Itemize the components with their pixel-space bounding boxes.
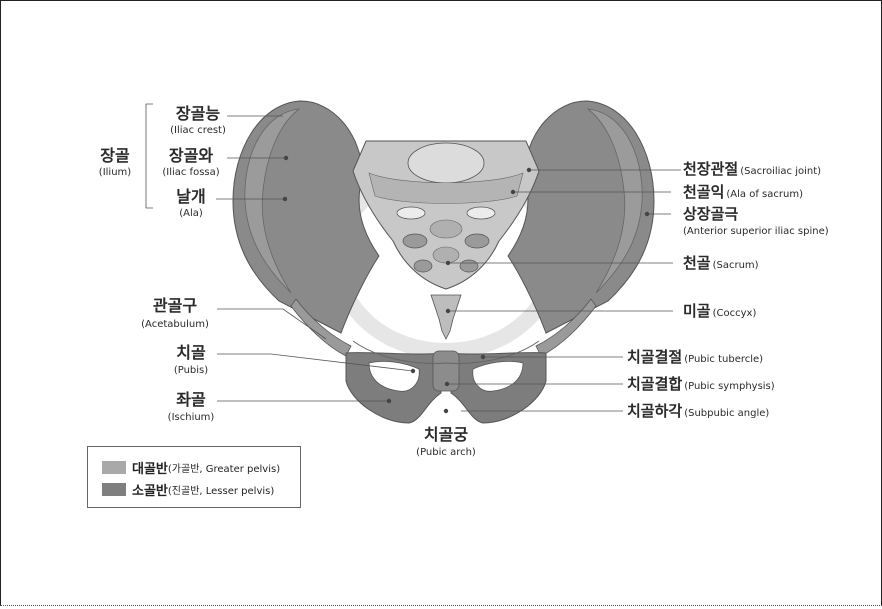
legend-lesser-en: (진골반, Lesser pelvis) [168,482,274,497]
label-ala: 날개 (Ala) [176,187,205,219]
sacrum [353,141,539,289]
label-ischium: 좌골 (Ischium) [168,390,215,423]
svg-text:미골(Coccyx): 미골(Coccyx) [683,302,756,320]
svg-text:상장골극: 상장골극 [683,205,738,223]
label-acetabulum: 관골구 (Acetabulum) [141,296,209,330]
svg-text:(Pubic arch): (Pubic arch) [416,447,476,458]
legend-item-greater-pelvis: 대골반 (가골반, Greater pelvis) [102,459,280,475]
label-iliac-fossa: 장골와 (Iliac fossa) [162,146,219,178]
legend-item-lesser-pelvis: 소골반 (진골반, Lesser pelvis) [102,481,274,497]
svg-text:(Ala): (Ala) [179,208,203,219]
ilium-bracket [146,104,153,208]
svg-text:(Iliac crest): (Iliac crest) [170,125,226,136]
label-pubis: 치골 (Pubis) [174,343,208,376]
label-sacrum: 천골(Sacrum) [683,254,759,272]
right-ilium [508,101,654,333]
label-pubic-tubercle: 치골결절(Pubic tubercle) [627,348,763,366]
svg-text:치골궁: 치골궁 [424,425,468,444]
lesser-pelvis-swatch [102,483,126,496]
svg-text:치골: 치골 [176,343,206,362]
svg-text:장골능: 장골능 [176,104,220,123]
svg-text:날개: 날개 [176,187,205,206]
coccyx [431,295,461,339]
label-asis: 상장골극 (Anterior superior iliac spine) [683,205,829,237]
svg-text:장골와: 장골와 [169,146,213,165]
svg-text:장골: 장골 [100,146,130,165]
svg-text:(Ilium): (Ilium) [99,167,131,178]
label-pubic-symphysis: 치골결합(Pubic symphysis) [627,375,775,393]
svg-text:천장관절(Sacroiliac joint): 천장관절(Sacroiliac joint) [683,160,821,178]
label-ala-of-sacrum: 천골익(Ala of sacrum) [683,183,803,201]
svg-text:(Iliac fossa): (Iliac fossa) [162,167,219,178]
label-subpubic-angle: 치골하각(Subpubic angle) [627,402,769,420]
svg-text:(Ischium): (Ischium) [168,412,215,423]
label-sacroiliac-joint: 천장관절(Sacroiliac joint) [683,160,821,178]
svg-text:천골익(Ala of sacrum): 천골익(Ala of sacrum) [683,183,803,201]
svg-text:(Anterior superior iliac spine: (Anterior superior iliac spine) [683,226,829,237]
greater-pelvis-swatch [102,461,126,474]
legend-lesser-kr: 소골반 [132,480,168,499]
svg-text:(Pubis): (Pubis) [174,365,208,376]
label-iliac-crest: 장골능 (Iliac crest) [170,104,226,136]
svg-text:치골결합(Pubic symphysis): 치골결합(Pubic symphysis) [627,375,775,393]
label-pubic-arch: 치골궁 (Pubic arch) [416,425,476,458]
label-ilium: 장골 (Ilium) [99,146,131,178]
svg-text:치골결절(Pubic tubercle): 치골결절(Pubic tubercle) [627,348,763,366]
label-coccyx: 미골(Coccyx) [683,302,756,320]
svg-text:천골(Sacrum): 천골(Sacrum) [683,254,759,272]
svg-text:좌골: 좌골 [176,390,206,409]
legend: 대골반 (가골반, Greater pelvis) 소골반 (진골반, Less… [87,446,301,508]
legend-greater-en: (가골반, Greater pelvis) [168,460,280,475]
legend-greater-kr: 대골반 [132,458,168,477]
svg-text:관골구: 관골구 [153,296,197,315]
svg-text:치골하각(Subpubic angle): 치골하각(Subpubic angle) [627,402,769,420]
svg-text:(Acetabulum): (Acetabulum) [141,319,209,330]
